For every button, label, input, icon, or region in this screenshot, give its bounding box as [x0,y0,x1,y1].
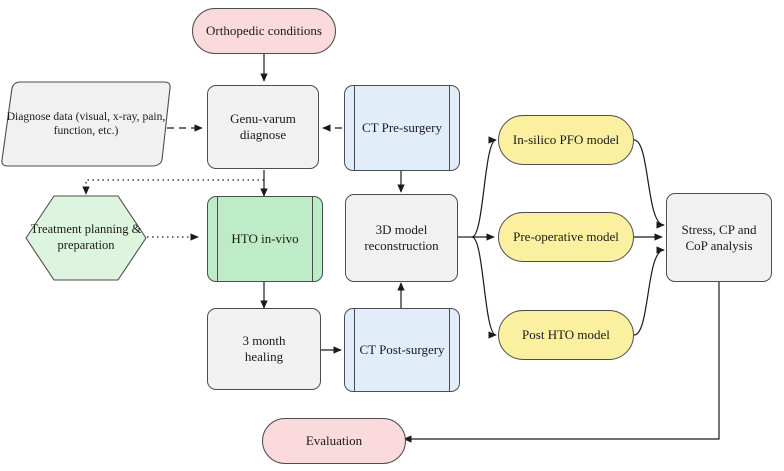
edge-insilico-to-analysis [633,139,665,229]
edge-model3d-to-insilico [471,136,497,238]
node-stress-cp-cop-analysis-label: Stress, CP and CoP analysis [681,221,757,253]
edge-posthto-to-analysis [633,246,665,336]
node-3-month-healing: 3 month healing [207,308,321,390]
node-ct-post-surgery: CT Post-surgery [344,308,460,392]
node-treatment-planning-label: Treatment planning & preparation [30,222,142,252]
node-orthopedic-conditions-label: Orthopedic conditions [206,23,322,39]
node-hto-in-vivo-label: HTO in-vivo [231,230,299,246]
node-stress-cp-cop-analysis: Stress, CP and CoP analysis [666,193,772,282]
node-genu-varum-diagnose: Genu-varum diagnose [207,85,319,169]
node-ct-post-surgery-label-wrap: CT Post-surgery [345,309,459,391]
node-orthopedic-conditions: Orthopedic conditions [192,8,336,54]
node-hto-in-vivo: HTO in-vivo [207,196,323,282]
node-pre-operative-model-label: Pre-operative model [513,229,619,245]
node-diagnose-data: Diagnose data (visual, x-ray, pain, func… [0,78,172,170]
ct-post-inner-line-right [449,309,450,391]
node-pre-operative-model: Pre-operative model [498,212,634,262]
edge-genuvarum-to-treatment [82,179,264,195]
node-3d-model-reconstruction-label: 3D model reconstruction [364,222,439,253]
node-3-month-healing-label: 3 month healing [242,333,286,364]
node-ct-pre-surgery-label-wrap: CT Pre-surgery [345,86,459,170]
node-in-silico-pfo-model-label: In-silico PFO model [512,132,620,148]
node-treatment-planning-label-wrap: Treatment planning & preparation [24,194,148,282]
node-evaluation-label: Evaluation [305,433,363,449]
ct-pre-inner-line-left [354,86,355,170]
node-treatment-planning: Treatment planning & preparation [24,194,148,282]
ct-post-inner-line-left [354,309,355,391]
hto-inner-line-right [312,197,313,281]
node-evaluation: Evaluation [262,418,406,464]
node-genu-varum-diagnose-label: Genu-varum diagnose [230,111,296,142]
node-in-silico-pfo-model: In-silico PFO model [498,115,634,165]
node-diagnose-data-label-wrap: Diagnose data (visual, x-ray, pain, func… [0,78,172,170]
node-hto-in-vivo-label-wrap: HTO in-vivo [208,197,322,281]
treatment-planning-shape [25,195,147,281]
node-ct-pre-surgery-label: CT Pre-surgery [361,119,443,135]
node-diagnose-data-label: Diagnose data (visual, x-ray, pain, func… [6,109,166,137]
node-post-hto-model: Post HTO model [498,310,634,360]
hto-inner-line-left [217,197,218,281]
edge-model3d-to-posthto [471,236,497,339]
node-ct-pre-surgery: CT Pre-surgery [344,85,460,171]
node-post-hto-model-label: Post HTO model [522,327,610,343]
node-ct-post-surgery-label: CT Post-surgery [359,341,445,357]
node-3d-model-reconstruction: 3D model reconstruction [345,194,458,282]
diagnose-data-shape [1,81,171,167]
ct-pre-inner-line-right [449,86,450,170]
